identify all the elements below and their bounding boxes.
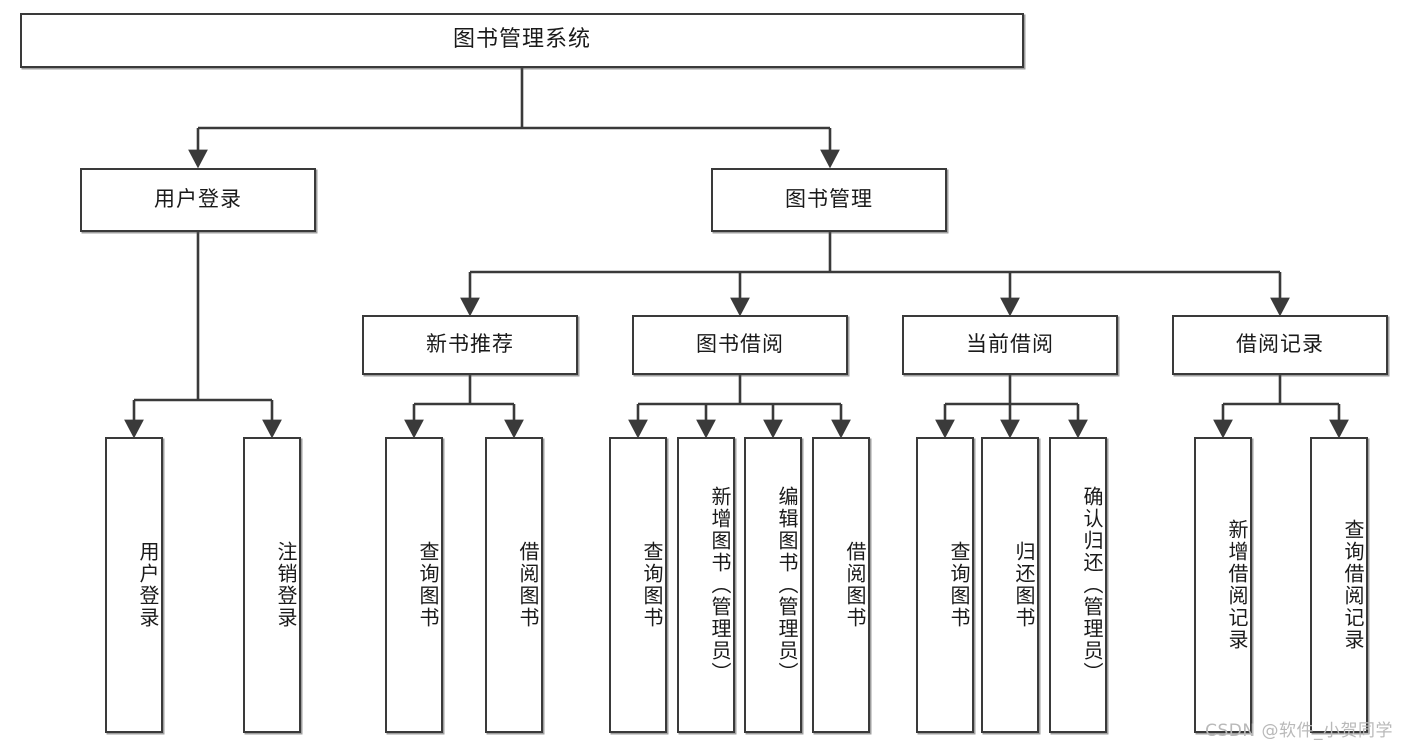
node-label: 新增图书（管理员） <box>708 486 732 684</box>
node-borrow-record[interactable]: 借阅记录 <box>1172 315 1388 375</box>
leaf-record-add-record[interactable]: 新增借阅记录 <box>1194 437 1252 733</box>
leaf-newbook-query-book[interactable]: 查询图书 <box>385 437 443 733</box>
node-label: 查询图书 <box>640 541 664 629</box>
leaf-borrow-add-book-admin[interactable]: 新增图书（管理员） <box>677 437 735 733</box>
leaf-current-query-book[interactable]: 查询图书 <box>916 437 974 733</box>
leaf-record-query-record[interactable]: 查询借阅记录 <box>1310 437 1368 733</box>
node-label: 确认归还（管理员） <box>1080 486 1104 684</box>
node-new-book-recommend[interactable]: 新书推荐 <box>362 315 578 375</box>
leaf-borrow-borrow-book[interactable]: 借阅图书 <box>812 437 870 733</box>
node-label: 新增借阅记录 <box>1225 519 1249 651</box>
node-label: 图书借阅 <box>696 332 784 357</box>
node-label: 借阅图书 <box>516 541 540 629</box>
node-label: 新书推荐 <box>426 332 514 357</box>
node-current-borrow[interactable]: 当前借阅 <box>902 315 1118 375</box>
node-user-login[interactable]: 用户登录 <box>80 168 316 232</box>
node-label: 查询图书 <box>947 541 971 629</box>
leaf-current-return-book[interactable]: 归还图书 <box>981 437 1039 733</box>
leaf-newbook-borrow-book[interactable]: 借阅图书 <box>485 437 543 733</box>
node-book-borrow[interactable]: 图书借阅 <box>632 315 848 375</box>
watermark: CSDN @软件_小贺同学 <box>1205 721 1393 741</box>
node-label: 图书管理 <box>785 187 873 212</box>
node-label: 图书管理系统 <box>452 27 591 53</box>
node-book-management[interactable]: 图书管理 <box>711 168 947 232</box>
leaf-user-login[interactable]: 用户登录 <box>105 437 163 733</box>
leaf-borrow-query-book[interactable]: 查询图书 <box>609 437 667 733</box>
node-label: 借阅图书 <box>843 541 867 629</box>
leaf-user-logout[interactable]: 注销登录 <box>243 437 301 733</box>
node-label: 用户登录 <box>136 541 160 629</box>
node-label: 注销登录 <box>274 541 298 629</box>
node-label: 当前借阅 <box>966 332 1054 357</box>
leaf-current-confirm-return-admin[interactable]: 确认归还（管理员） <box>1049 437 1107 733</box>
node-root-system[interactable]: 图书管理系统 <box>20 13 1024 68</box>
node-label: 用户登录 <box>154 187 242 212</box>
leaf-borrow-edit-book-admin[interactable]: 编辑图书（管理员） <box>744 437 802 733</box>
node-label: 归还图书 <box>1012 541 1036 629</box>
node-label: 编辑图书（管理员） <box>775 486 799 684</box>
node-label: 借阅记录 <box>1236 332 1324 357</box>
node-label: 查询图书 <box>416 541 440 629</box>
node-label: 查询借阅记录 <box>1341 519 1365 651</box>
